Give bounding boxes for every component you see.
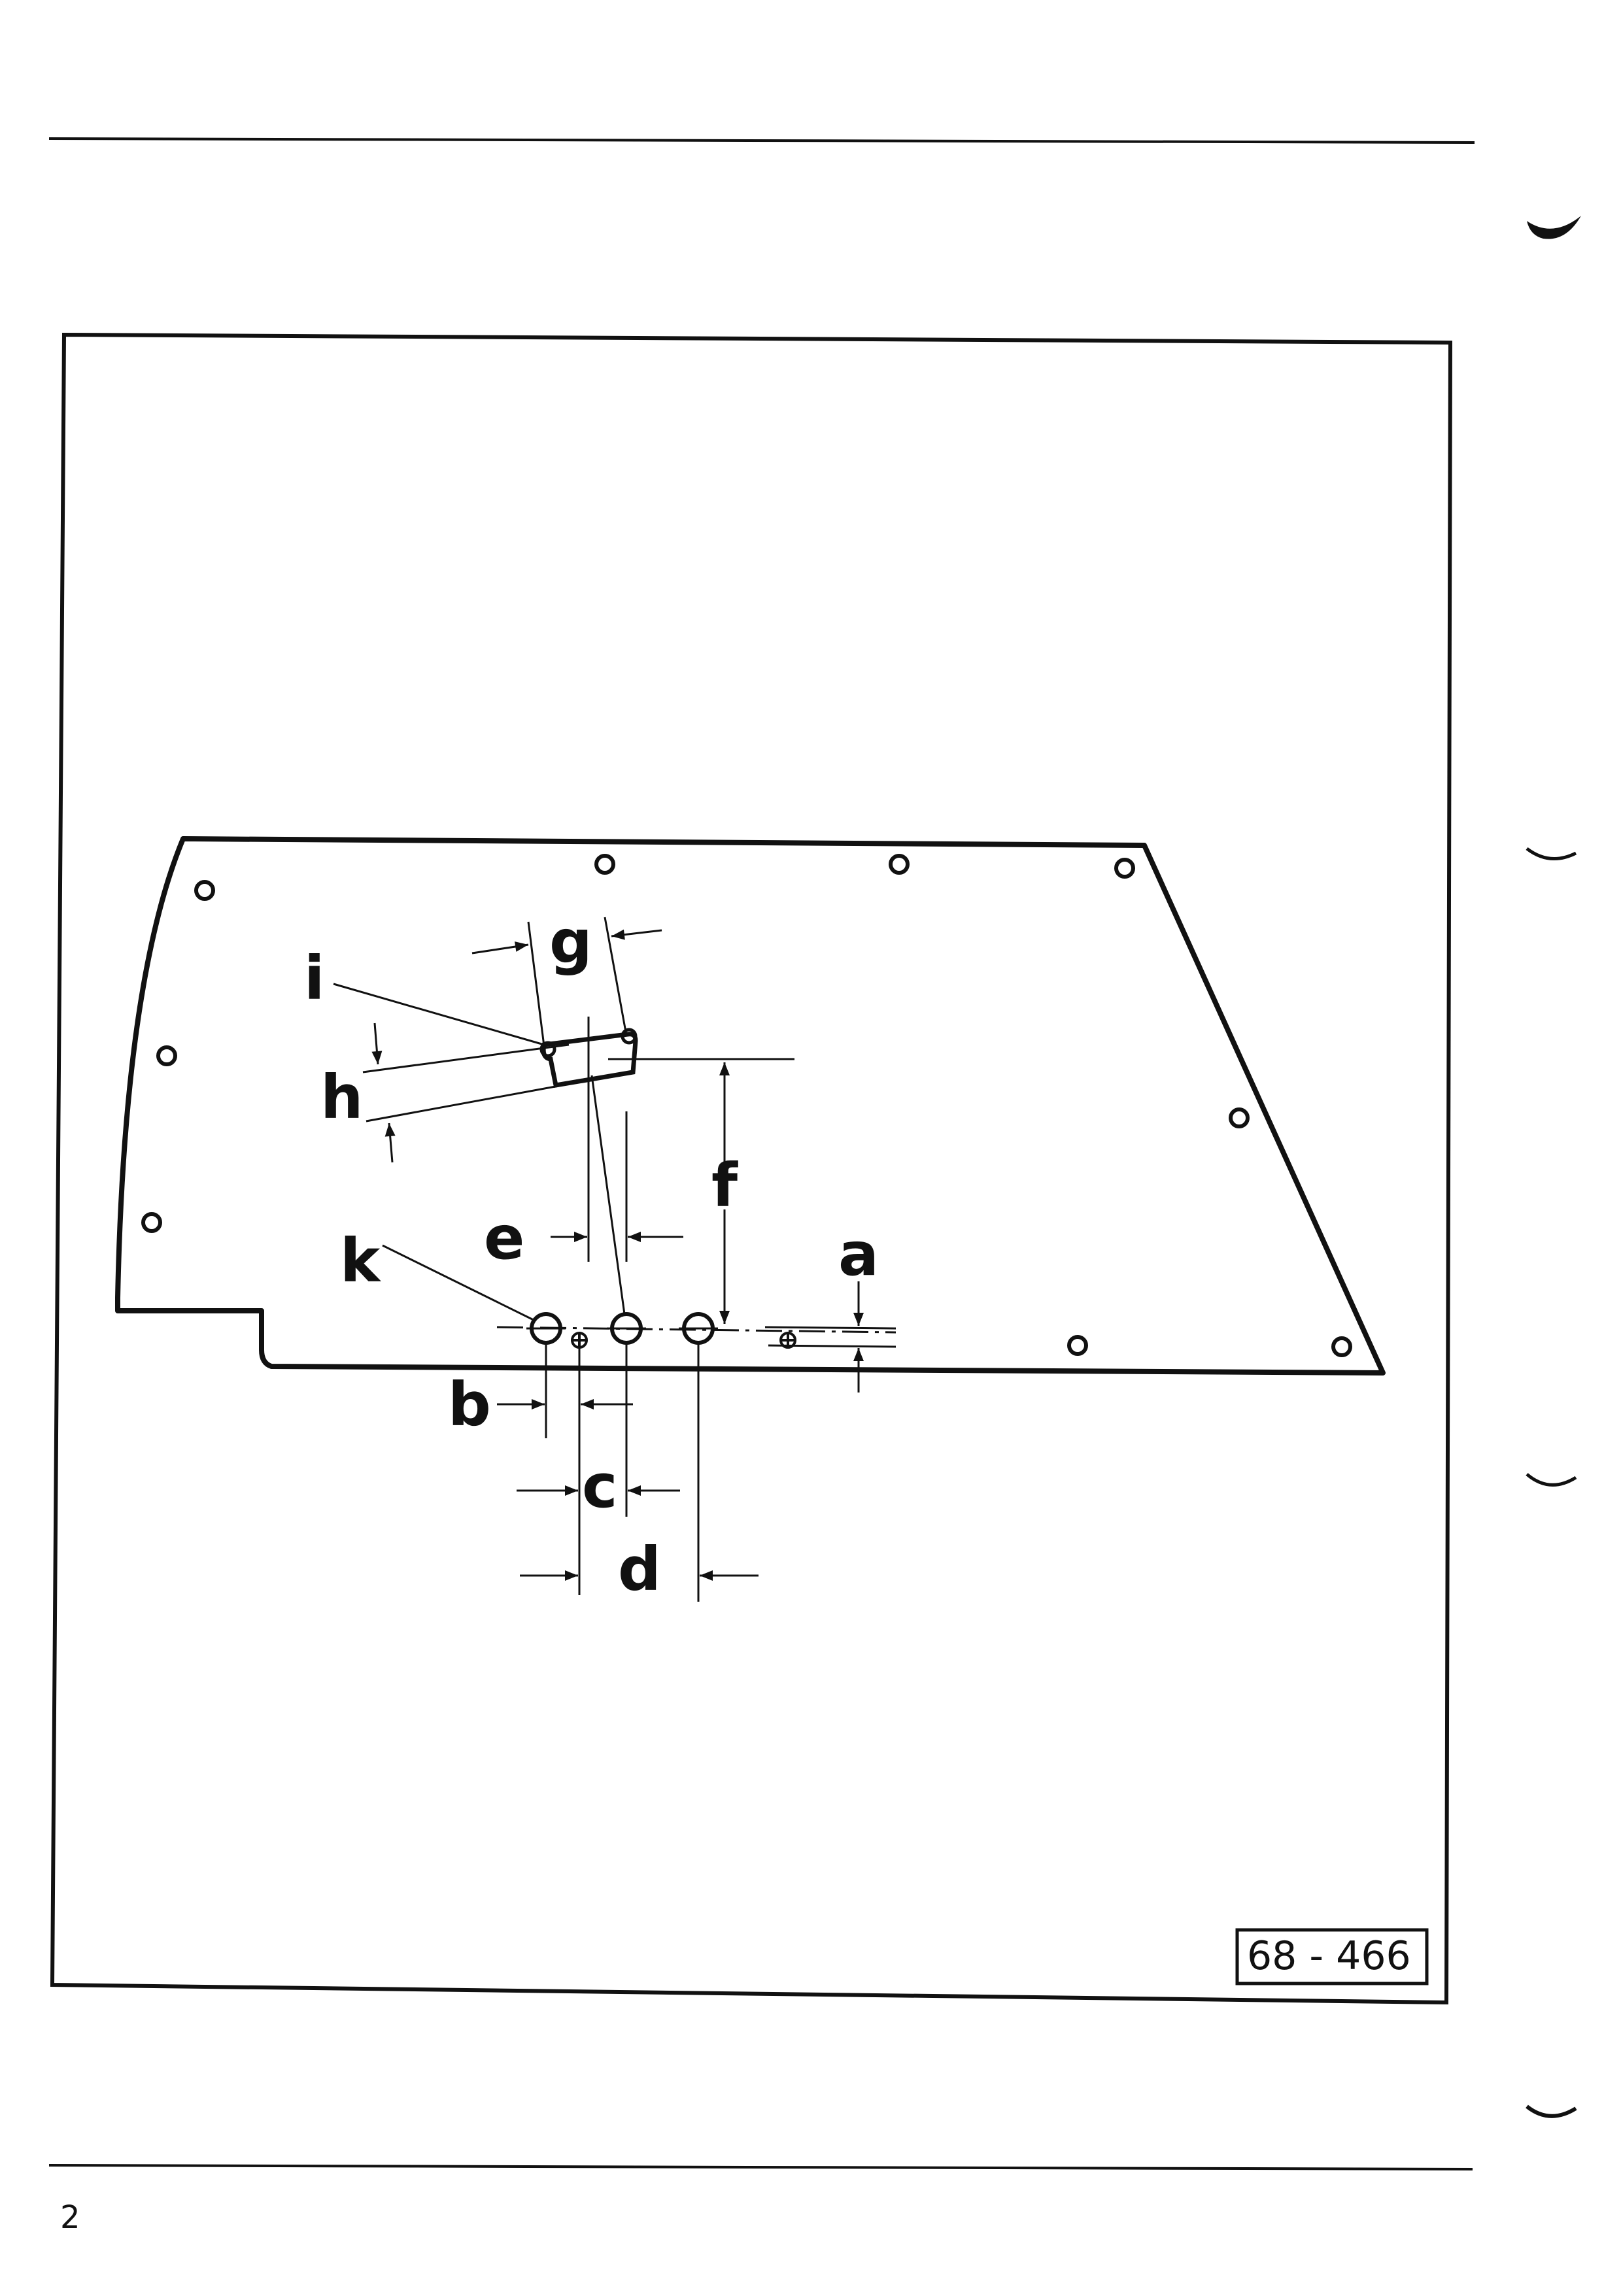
bottom-rule — [48, 2164, 1473, 2170]
binder-mark — [1526, 2104, 1577, 2118]
dimension-lines — [333, 917, 896, 1602]
large-holes — [526, 1312, 718, 1345]
page-number: 2 — [60, 2199, 80, 2236]
clip-hole — [194, 880, 215, 901]
clip-hole — [1067, 1335, 1088, 1356]
small-holes — [571, 1332, 796, 1349]
label-d: d — [618, 1534, 661, 1604]
binder-mark — [1526, 847, 1577, 860]
label-c: c — [582, 1451, 618, 1521]
label-b: b — [448, 1370, 491, 1440]
label-g: g — [549, 907, 592, 977]
clip-hole — [1229, 1107, 1250, 1128]
label-f: f — [711, 1151, 738, 1221]
clip-hole — [889, 854, 910, 875]
top-rule — [48, 137, 1475, 144]
label-a: a — [838, 1219, 879, 1289]
clip-hole — [1114, 858, 1135, 879]
figure-number-box — [1235, 1928, 1429, 1985]
clip-hole — [156, 1045, 177, 1066]
door-panel-outline — [115, 836, 1386, 1376]
clip-hole — [141, 1212, 162, 1233]
label-k: k — [340, 1226, 381, 1296]
label-i: i — [304, 943, 325, 1013]
figure-frame — [50, 332, 1453, 2005]
binder-mark — [1527, 216, 1581, 239]
figure-number: 68 - 466 — [1247, 1933, 1411, 1979]
clip-hole — [1331, 1336, 1352, 1357]
label-e: e — [484, 1203, 524, 1273]
label-h: h — [320, 1062, 364, 1132]
clip-hole — [594, 854, 615, 875]
mounting-holes — [141, 854, 1352, 1357]
binder-mark — [1526, 1473, 1577, 1487]
